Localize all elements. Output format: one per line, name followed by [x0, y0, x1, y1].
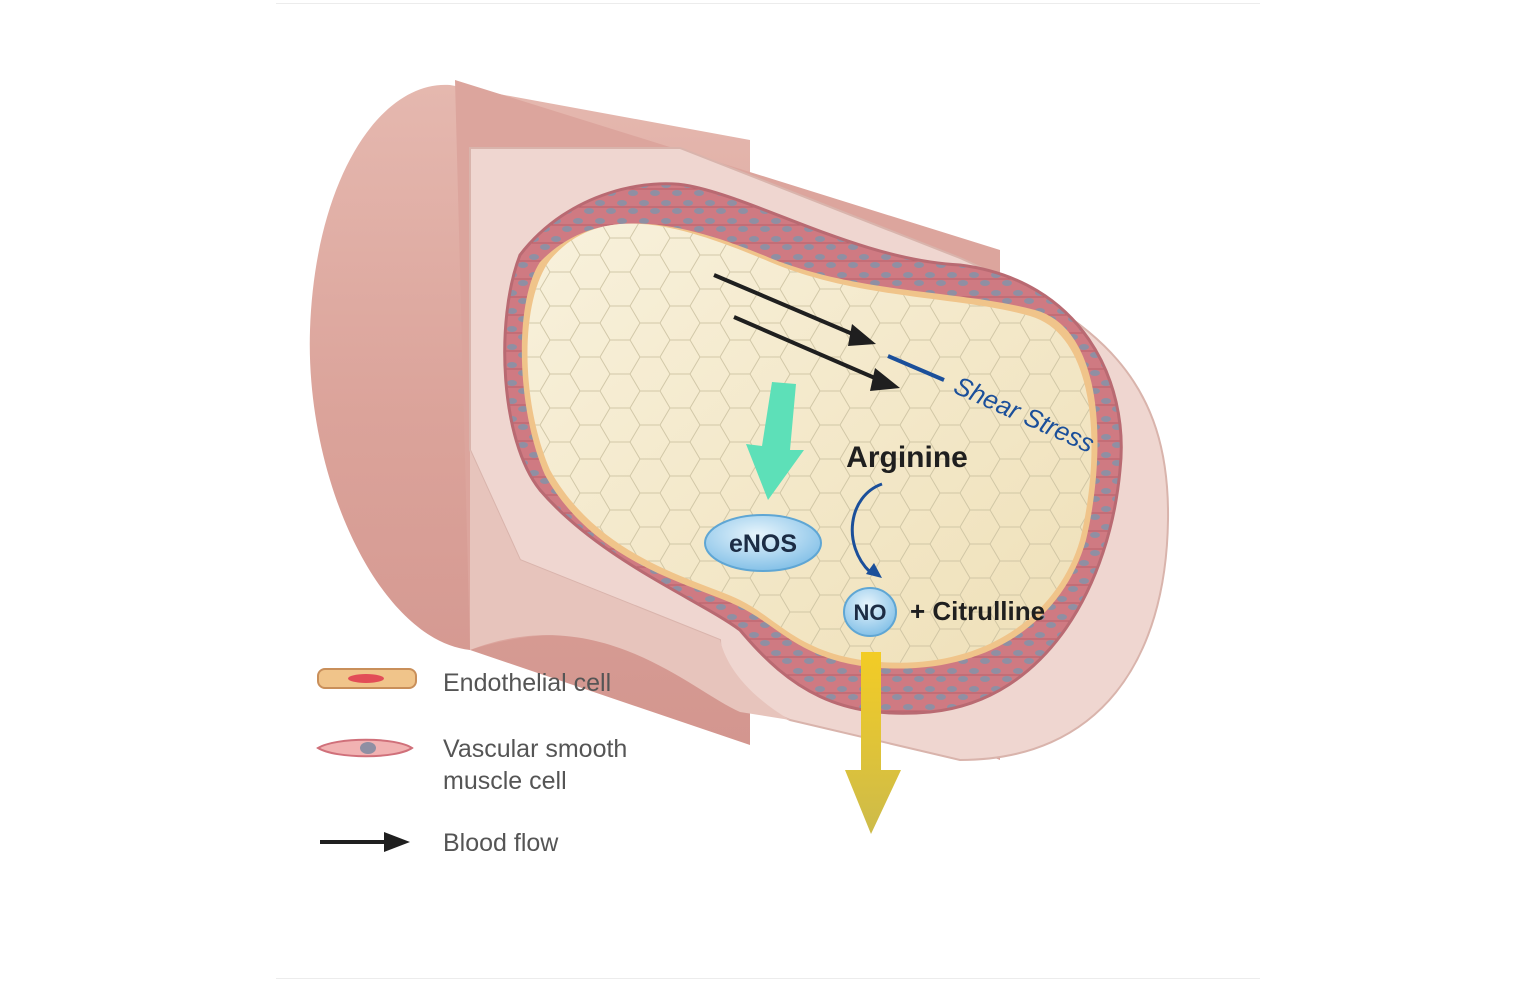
enos-enzyme [704, 514, 822, 572]
bottom-divider [276, 978, 1260, 979]
blood-flow-arrows [713, 273, 900, 391]
legend-smooth-muscle-label: Vascular smooth muscle cell [443, 735, 628, 795]
citrulline-label: + Citrulline [910, 596, 1045, 626]
blood-flow-legend-icon [320, 832, 410, 852]
blood-flow-arrowhead [848, 324, 876, 346]
legend-blood-flow-label: Blood flow [443, 829, 559, 857]
arginine-label: Arginine [846, 441, 968, 474]
no-molecule [843, 587, 897, 637]
no-label: NO [854, 600, 887, 625]
top-divider [276, 3, 1260, 4]
conversion-arrowhead [866, 563, 882, 578]
shear-stress-marker [887, 354, 945, 382]
legend-endothelial-label: Endothelial cell [443, 669, 612, 697]
enos-label: eNOS [729, 530, 797, 558]
blood-flow-arrowhead [870, 368, 900, 391]
smooth-muscle-legend-icon [316, 738, 414, 758]
vessel-cut-side [470, 148, 790, 720]
conversion-arrow [850, 482, 883, 574]
no-diffusion-arrow [845, 652, 901, 834]
endothelial-cell-legend-icon [317, 668, 417, 689]
enos-activation-arrow [746, 382, 804, 500]
